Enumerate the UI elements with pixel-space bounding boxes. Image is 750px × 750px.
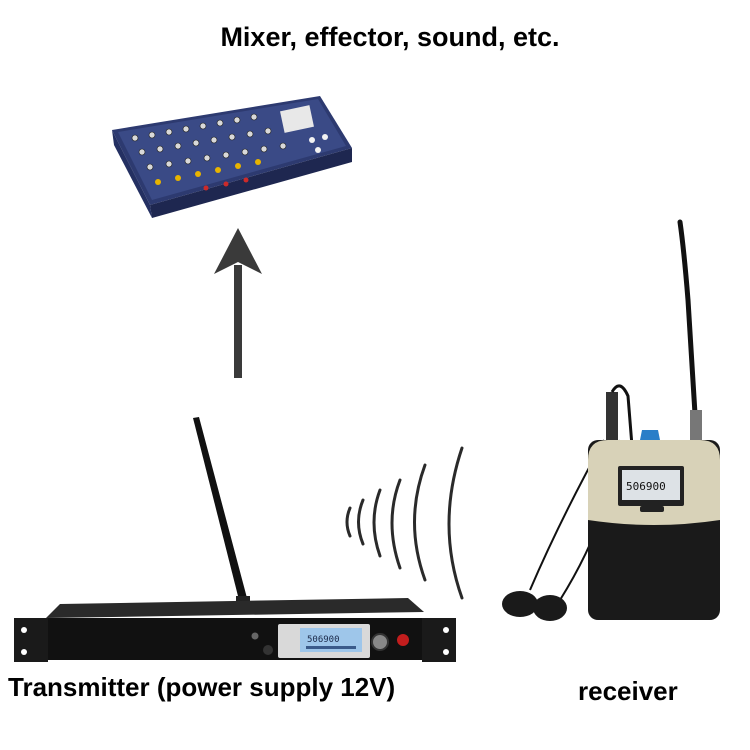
- receiver-image: [502, 219, 720, 621]
- signal-arrow-up: [214, 228, 262, 378]
- mixer-image: [112, 96, 352, 218]
- transmitter-image: [14, 417, 456, 662]
- transmitter-label: Transmitter (power supply 12V): [8, 672, 396, 702]
- receiver-display-value: 506900: [626, 480, 666, 493]
- radio-waves-icon: [345, 446, 464, 600]
- transmitter-display-value: 506900: [307, 635, 340, 645]
- mixer-label: Mixer, effector, sound, etc.: [220, 22, 560, 52]
- receiver-label: receiver: [578, 676, 678, 706]
